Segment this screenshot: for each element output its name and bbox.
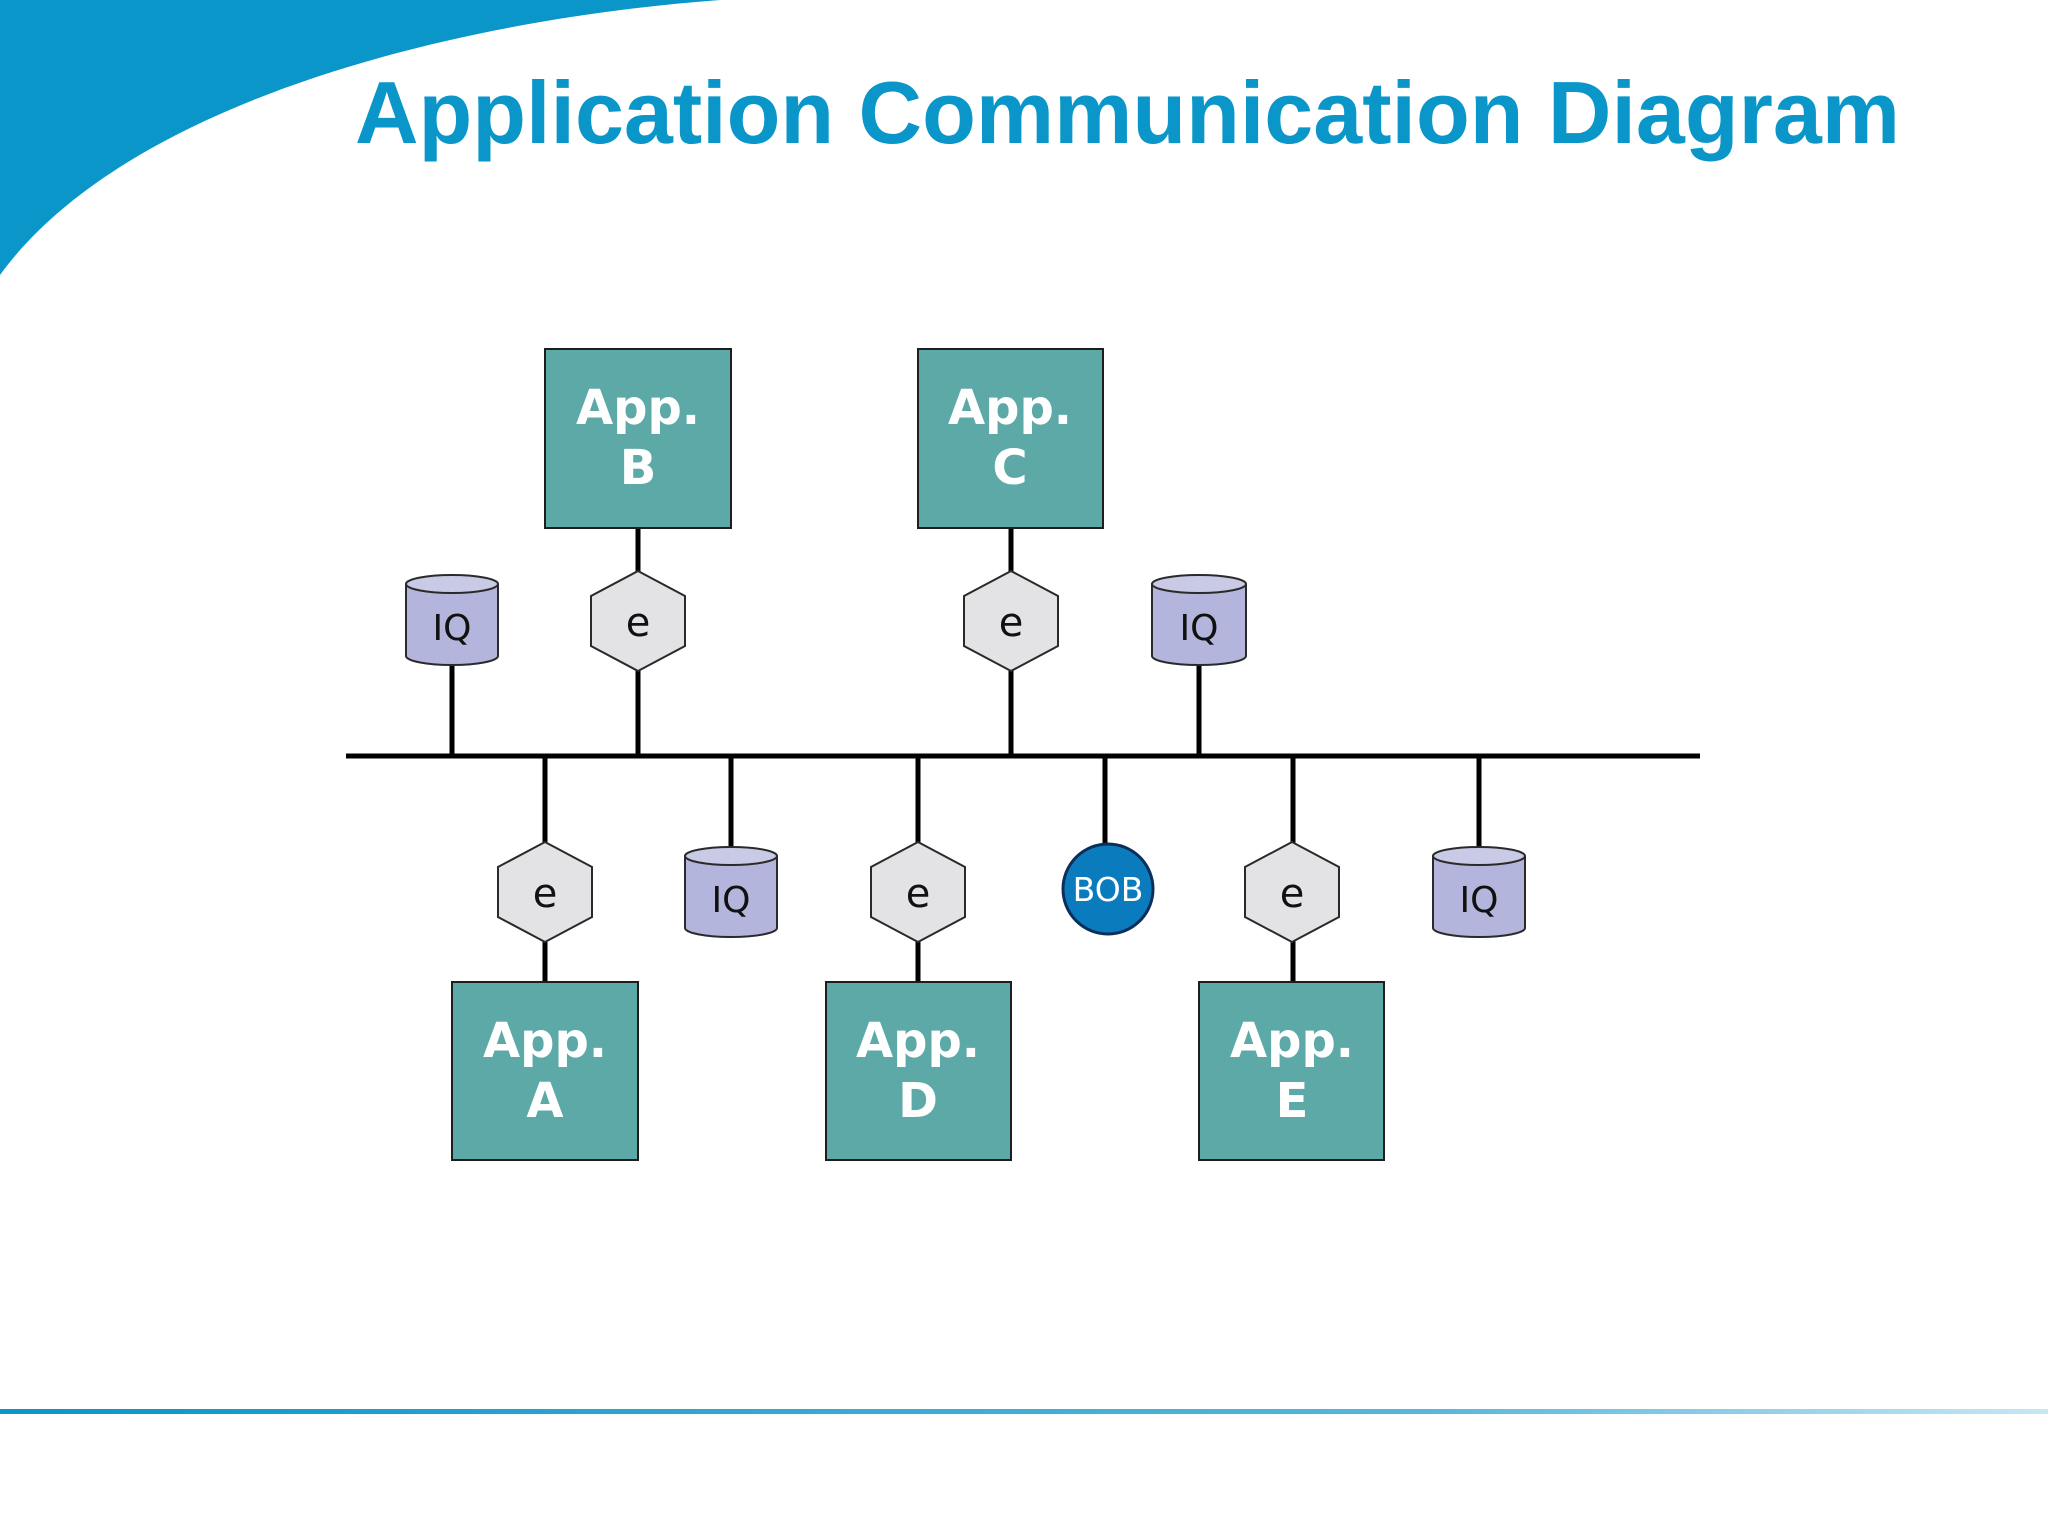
app-box-b: App. B <box>544 348 732 529</box>
endpoint-hexagon-c: e <box>963 569 1059 673</box>
app-label: App. <box>576 380 700 436</box>
iq-cylinder-3: IQ <box>684 846 778 938</box>
endpoint-hexagon-e: e <box>1244 840 1340 944</box>
queue-label: IQ <box>1460 880 1499 921</box>
app-label: App. <box>483 1013 607 1069</box>
bob-broker-circle: BOB <box>1061 842 1155 936</box>
app-box-e: App. E <box>1198 981 1385 1161</box>
app-box-a: App. A <box>451 981 639 1161</box>
app-label: App. <box>1230 1013 1354 1069</box>
app-box-c: App. C <box>917 348 1104 529</box>
app-box-d: App. D <box>825 981 1012 1161</box>
iq-cylinder-4: IQ <box>1432 846 1526 938</box>
endpoint-label: e <box>533 871 558 917</box>
endpoint-label: e <box>906 871 931 917</box>
footer-rule <box>0 1409 2048 1414</box>
endpoint-label: e <box>626 600 651 646</box>
endpoint-hexagon-a: e <box>497 840 593 944</box>
app-id: B <box>620 440 657 496</box>
app-label: App. <box>856 1013 980 1069</box>
iq-cylinder-2: IQ <box>1151 574 1247 666</box>
endpoint-hexagon-d: e <box>870 840 966 944</box>
endpoint-hexagon-b: e <box>590 569 686 673</box>
queue-label: IQ <box>433 608 472 649</box>
queue-label: IQ <box>1180 608 1219 649</box>
page-title: Application Communication Diagram <box>355 63 1901 162</box>
broker-label: BOB <box>1073 870 1144 909</box>
endpoint-label: e <box>999 600 1024 646</box>
app-id: D <box>898 1073 938 1129</box>
app-id: A <box>526 1073 563 1129</box>
endpoint-label: e <box>1280 871 1305 917</box>
app-id: C <box>992 440 1027 496</box>
iq-cylinder-1: IQ <box>405 574 499 666</box>
app-label: App. <box>948 380 1072 436</box>
app-id: E <box>1276 1073 1309 1129</box>
queue-label: IQ <box>712 880 751 921</box>
